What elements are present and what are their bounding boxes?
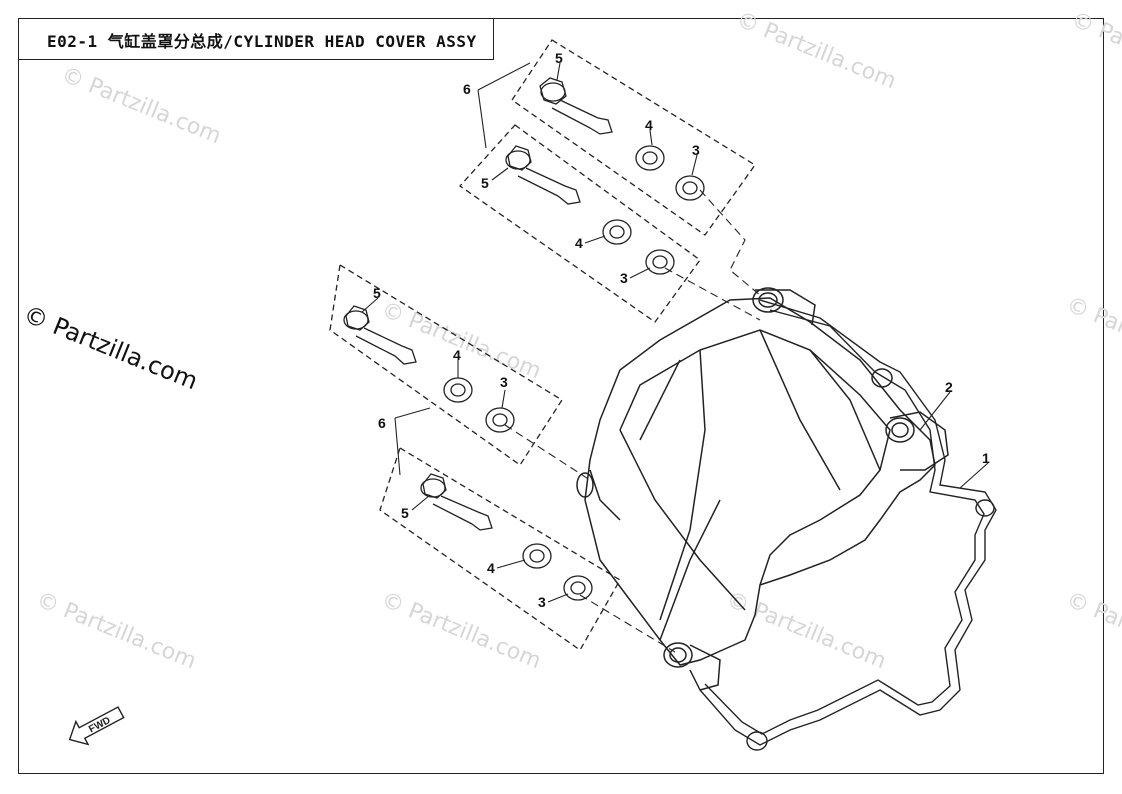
callout-6a: 6	[463, 81, 471, 97]
bolt-set-d	[379, 447, 621, 651]
callout-labels: 1 2 3 3 3 3 4 4 4 4 5 5 5 5 6 6	[373, 50, 990, 610]
callout-4c: 4	[453, 347, 461, 363]
watermark-4: © Partzilla.com	[723, 587, 890, 674]
title-box: E02-1 气缸盖罩分总成/CYLINDER HEAD COVER ASSY	[18, 18, 494, 60]
leader-lines	[361, 62, 989, 603]
callout-5c: 5	[373, 285, 381, 301]
watermark-6: © Partzilla.com	[33, 587, 200, 674]
callout-3d: 3	[538, 594, 546, 610]
drawing-frame	[18, 18, 1104, 774]
callout-4b: 4	[575, 235, 583, 251]
fwd-arrow-icon: FWD	[68, 706, 125, 746]
watermark-7: © Partzilla.com	[1063, 292, 1122, 379]
bolt-set-a	[511, 39, 756, 236]
assembly-guide-lines	[504, 189, 761, 653]
watermark-5: © Partzilla.com	[378, 587, 545, 674]
callout-3c: 3	[500, 374, 508, 390]
bolt-set-c	[329, 263, 563, 466]
callout-3a: 3	[692, 142, 700, 158]
callout-1: 1	[982, 450, 990, 466]
callout-5d: 5	[401, 505, 409, 521]
gasket-part-1	[689, 299, 997, 751]
watermark-9: © Partzilla.com	[1068, 7, 1122, 94]
watermark-8: © Partzilla.com	[1063, 587, 1122, 674]
callout-6b: 6	[378, 415, 386, 431]
watermark-2: © Partzilla.com	[733, 7, 900, 94]
callout-5a: 5	[555, 50, 563, 66]
cylinder-head-cover-body	[576, 287, 949, 691]
callout-4a: 4	[645, 117, 653, 133]
fwd-label: FWD	[87, 715, 112, 735]
callout-3b: 3	[620, 270, 628, 286]
diagram-title: E02-1 气缸盖罩分总成/CYLINDER HEAD COVER ASSY	[47, 32, 477, 51]
watermark-3: © Partzilla.com	[378, 297, 545, 384]
watermark-1: © Partzilla.com	[58, 62, 225, 149]
callout-2: 2	[945, 379, 953, 395]
watermarks: © Partzilla.com © Partzilla.com © Partzi…	[33, 7, 1122, 674]
callout-5b: 5	[481, 175, 489, 191]
bolt-set-b	[459, 124, 701, 323]
callout-4d: 4	[487, 560, 495, 576]
